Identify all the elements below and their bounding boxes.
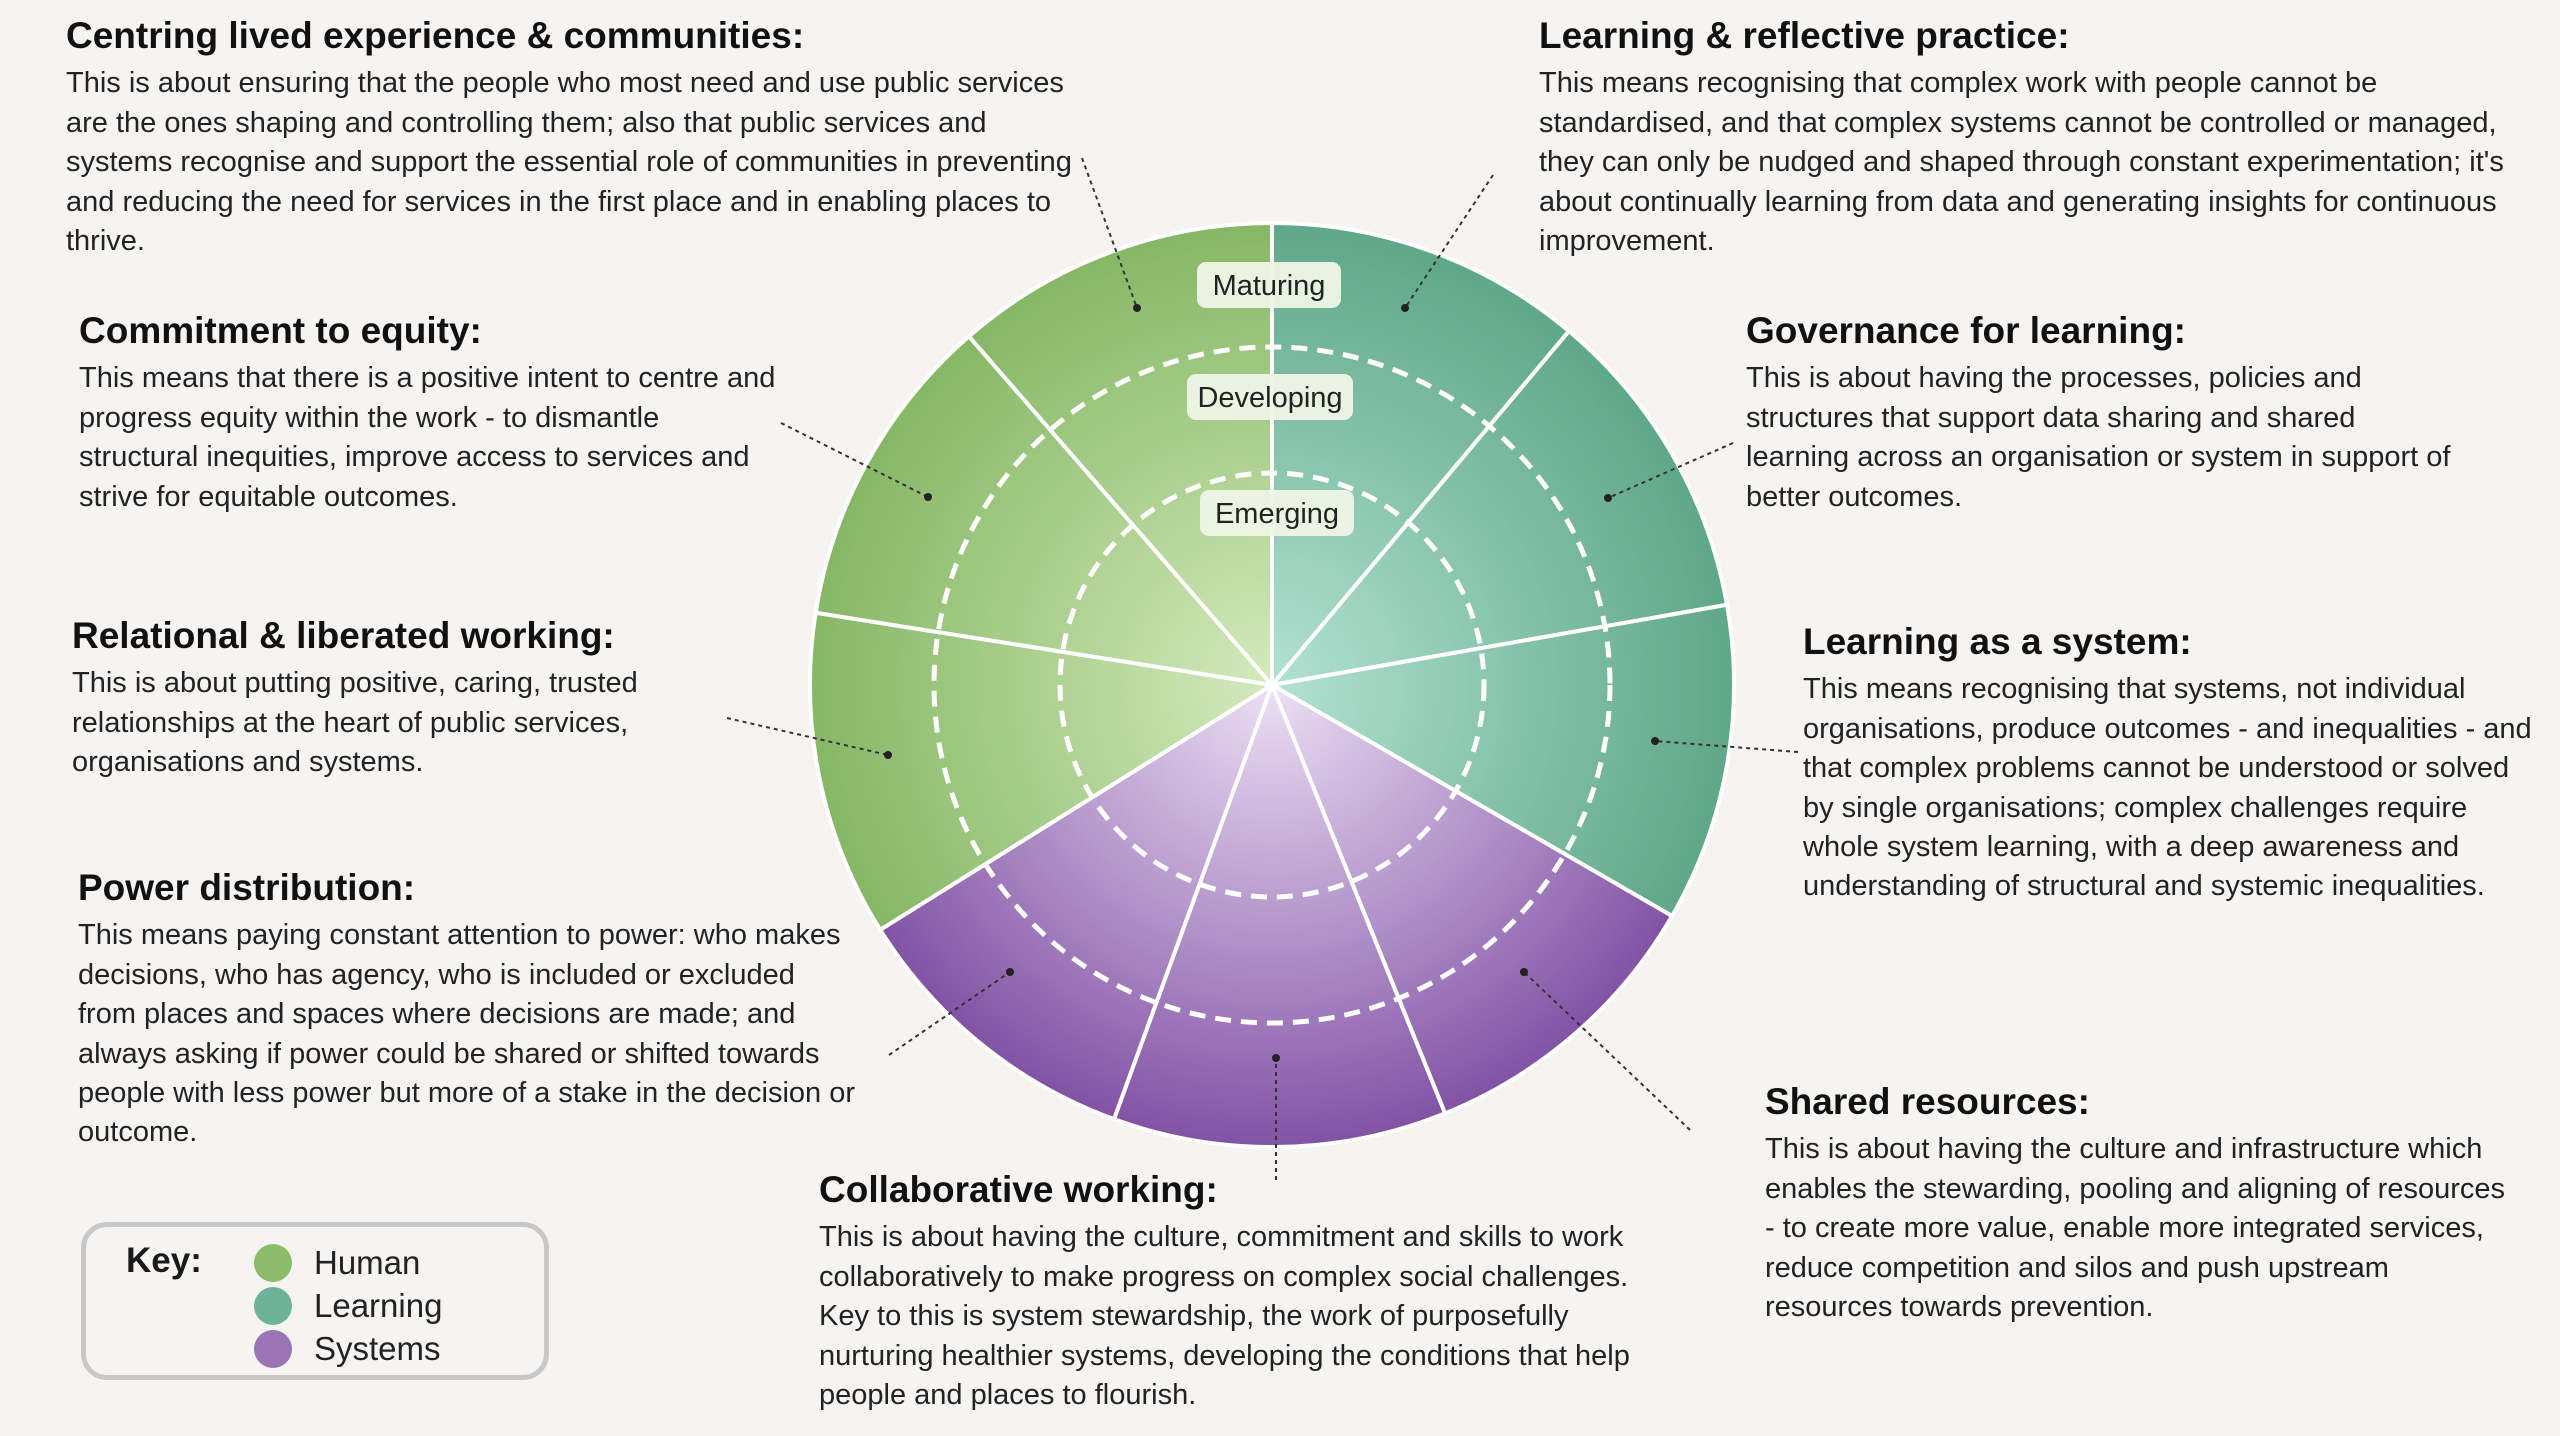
ring-label-emerging: Emerging (1200, 490, 1354, 536)
leader-line-3 (780, 422, 929, 498)
leader-dot-8 (1520, 968, 1528, 976)
desc-text: This is about putting positive, caring, … (72, 667, 638, 779)
desc-text: This means recognising that systems, not… (1803, 673, 2532, 903)
desc-power: Power distribution: This means paying co… (78, 866, 858, 1153)
desc-text: This means paying constant attention to … (78, 919, 855, 1149)
legend-item-human: Human (254, 1243, 420, 1283)
wheel-segment-systems-1 (1267, 680, 1675, 1116)
leader-line-7 (888, 971, 1011, 1056)
leader-dot-7 (1006, 968, 1014, 976)
leader-line-5 (726, 717, 889, 756)
wheel-segment-learning-2 (1266, 328, 1730, 688)
wheel-segment-systems-3 (877, 680, 1276, 1122)
leader-lines (726, 157, 1799, 1180)
legend-title: Key: (126, 1241, 202, 1280)
green-dot-icon (254, 1244, 292, 1282)
desc-text: This is about ensuring that the people w… (66, 67, 1072, 258)
desc-equity: Commitment to equity: This means that th… (79, 309, 779, 517)
leader-dot-1 (1133, 304, 1141, 312)
leader-line-4 (1607, 442, 1734, 499)
desc-text: This means recognising that complex work… (1539, 67, 2504, 258)
leader-dot-6 (1651, 737, 1659, 745)
legend-key: Key: Human Learning Systems (81, 1222, 549, 1380)
desc-title: Collaborative working: (819, 1169, 1218, 1210)
wheel-segment-learning-3 (1266, 602, 1736, 919)
desc-shared: Shared resources: This is about having t… (1765, 1080, 2515, 1327)
desc-governance: Governance for learning: This is about h… (1746, 309, 2456, 517)
desc-title: Learning & reflective practice: (1539, 15, 2070, 56)
wheel-segment-systems-2 (1111, 679, 1448, 1150)
desc-text: This is about having the culture and inf… (1765, 1133, 2505, 1324)
leader-dot-2 (1401, 304, 1409, 312)
purple-dot-icon (254, 1330, 292, 1368)
ring-divider-inner (1057, 470, 1487, 900)
svg-text:Emerging: Emerging (1215, 498, 1339, 530)
desc-text: This is about having the culture, commit… (819, 1221, 1630, 1412)
svg-text:Maturing: Maturing (1213, 270, 1326, 302)
leader-line-1 (1081, 157, 1138, 309)
desc-title: Power distribution: (78, 867, 416, 908)
desc-learning-reflective: Learning & reflective practice: This mea… (1539, 14, 2539, 261)
desc-collaborative: Collaborative working: This is about hav… (819, 1168, 1679, 1415)
wheel-segment-human-3 (966, 220, 1274, 691)
desc-title: Governance for learning: (1746, 310, 2186, 351)
wheel-segments (808, 220, 1736, 1150)
svg-text:Developing: Developing (1197, 382, 1342, 414)
teal-dot-icon (254, 1287, 292, 1325)
desc-learning-system: Learning as a system: This means recogni… (1803, 620, 2533, 907)
wheel-segment-learning-1 (1270, 220, 1572, 691)
desc-text: This is about having the processes, poli… (1746, 362, 2451, 513)
leader-dot-4 (1604, 494, 1612, 502)
leader-line-8 (1523, 971, 1691, 1131)
ring-divider-outer (931, 344, 1613, 1026)
ring-label-maturing: Maturing (1197, 262, 1341, 308)
leader-dot-5 (884, 751, 892, 759)
wheel-segment-human-1 (808, 610, 1278, 933)
wheel-segment-human-2 (813, 333, 1278, 688)
desc-text: This means that there is a positive inte… (79, 362, 776, 513)
desc-centring: Centring lived experience & communities:… (66, 14, 1086, 261)
leader-dot-9 (1272, 1054, 1280, 1062)
desc-title: Shared resources: (1765, 1081, 2090, 1122)
desc-title: Relational & liberated working: (72, 615, 615, 656)
desc-relational: Relational & liberated working: This is … (72, 614, 702, 783)
desc-title: Centring lived experience & communities: (66, 15, 805, 56)
leader-line-2 (1404, 174, 1494, 309)
ring-label-developing: Developing (1187, 374, 1353, 420)
desc-title: Commitment to equity: (79, 310, 482, 351)
desc-title: Learning as a system: (1803, 621, 2192, 662)
legend-item-learning: Learning (254, 1286, 442, 1326)
leader-dot-3 (924, 493, 932, 501)
wheel-rings (931, 344, 1613, 1026)
legend-item-systems: Systems (254, 1329, 441, 1369)
